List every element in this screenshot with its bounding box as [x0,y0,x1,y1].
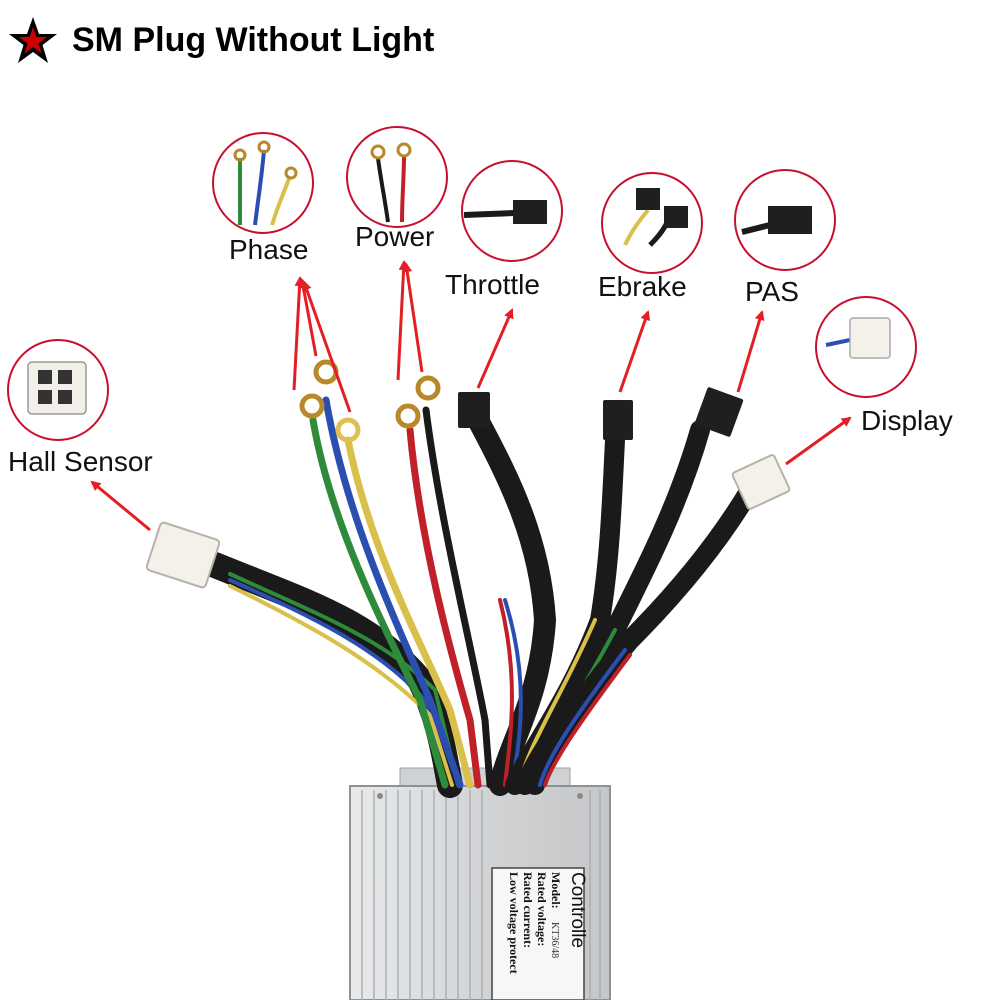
controller-sticker [491,867,585,1000]
arrow-display [785,416,852,466]
display-plug [731,454,791,510]
label-ebrake: Ebrake [598,271,687,302]
arrow-ebrake [618,310,651,393]
arrow-phase-3 [301,280,352,413]
sticker-line-model: Model: [549,872,563,909]
label-pas: PAS [745,276,799,307]
hall-plug [145,521,221,589]
ring-terminals [299,359,441,443]
label-power: Power [355,221,435,252]
label-phase: Phase [229,234,309,265]
arrow-phase-1 [292,276,305,391]
arrow-throttle [476,308,514,389]
sticker-line-current: Rated current: [521,872,535,948]
sticker-line-voltage: Rated voltage: [535,872,549,946]
arrow-power-2 [402,262,424,373]
arrow-pas [736,310,765,393]
page-title: SM Plug Without Light [72,20,435,59]
label-throttle: Throttle [445,269,540,300]
pas-plug [694,387,744,437]
sticker-line-protect: Low voltage protect [507,872,521,974]
sticker-model-code: KT36/48 [549,922,560,958]
arrow-power-1 [396,260,409,381]
label-display: Display [861,405,953,436]
power-inset [346,126,448,228]
ebrake-plug [603,400,633,440]
connector-plugs [145,387,791,589]
sticker-text: Controlle [567,872,588,948]
ebrake-inset [601,172,703,274]
title-bar: SM Plug Without Light [8,14,434,66]
sticker-heading: Controlle [567,872,588,948]
phase-inset [212,132,314,234]
throttle-plug [458,392,490,428]
arrow-phase-2 [298,278,318,357]
arrows [90,260,852,532]
wire-bundle [202,396,760,798]
label-hall-sensor: Hall Sensor [8,446,153,477]
arrow-hall-sensor [90,480,151,532]
star-icon [9,17,57,63]
